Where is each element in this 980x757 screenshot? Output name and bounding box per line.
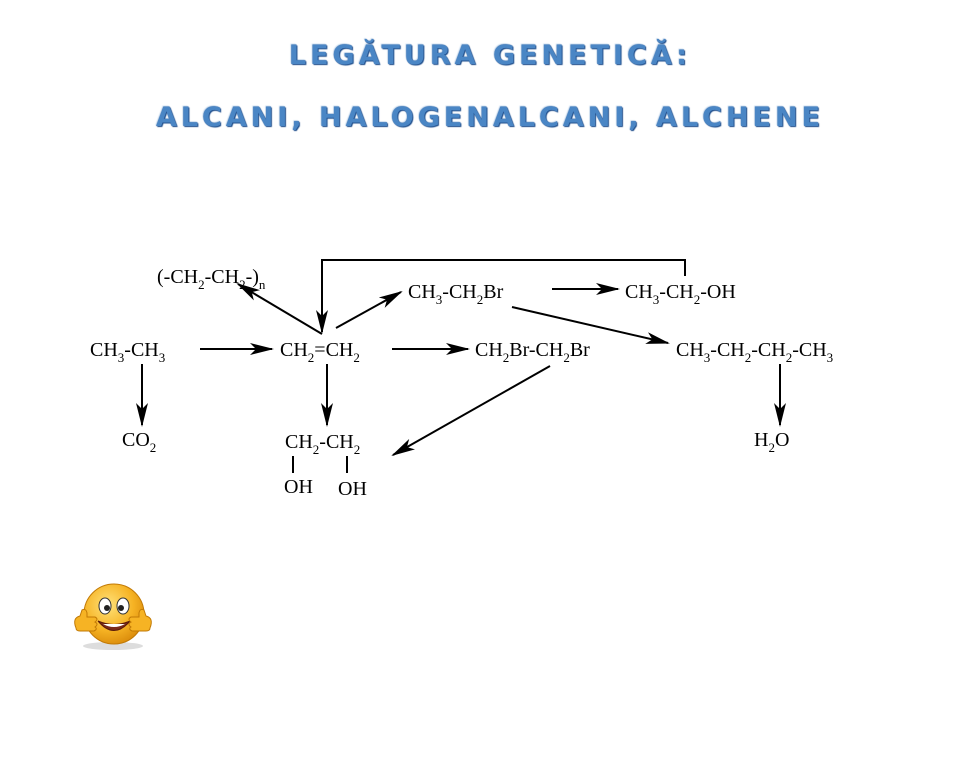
water-formula: H2O <box>754 429 789 455</box>
arrow-ethanol-to-ethene <box>316 259 686 334</box>
butane-formula: CH3-CH2-CH2-CH3 <box>676 339 833 365</box>
title-line-1: LEGĂTURA GENETICĂ: <box>288 40 692 71</box>
ethanediol-oh-2: OH <box>338 478 367 500</box>
arrow-ethene-to-polyethylene <box>236 282 323 335</box>
carbon-dioxide-formula: CO2 <box>122 429 156 455</box>
ethanol-formula: CH3-CH2-OH <box>625 281 736 307</box>
arrow-bromoethane-to-butane <box>511 306 670 344</box>
ethene-formula: CH2=CH2 <box>280 339 360 365</box>
thumbs-up-smiley-icon <box>74 583 152 650</box>
arrow-dibromoethane-to-ethanediol <box>391 365 551 456</box>
ethanediol-oh-1: OH <box>284 476 313 498</box>
polyethylene-formula: (-CH2-CH2-)n <box>157 266 266 292</box>
ethanediol-formula: CH2-CH2 <box>285 431 360 457</box>
dibromoethane-formula: CH2Br-CH2Br <box>475 339 590 365</box>
bromoethane-formula: CH3-CH2Br <box>408 281 504 307</box>
title-line-2: ALCANI, HALOGENALCANI, ALCHENE <box>155 102 825 133</box>
arrow-ethene-to-bromoethane <box>335 291 403 329</box>
ethane-formula: CH3-CH3 <box>90 339 165 365</box>
